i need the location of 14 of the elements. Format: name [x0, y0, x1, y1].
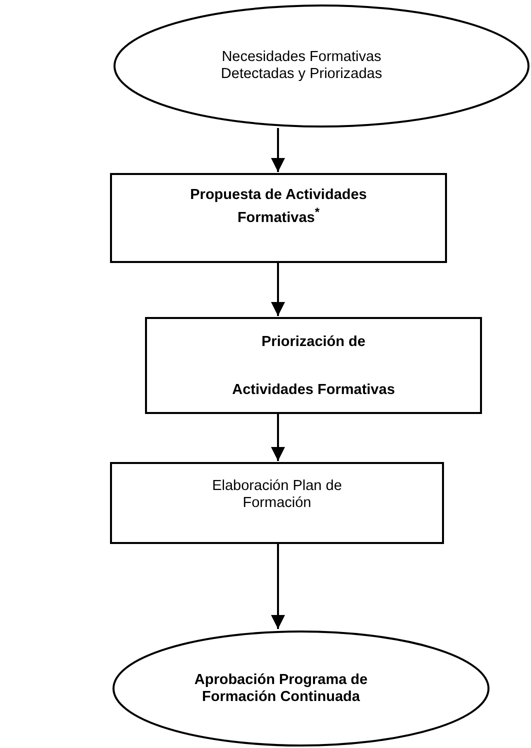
terminal-ellipse [113, 4, 530, 128]
node-label: Propuesta de Actividades Formativas$^{*}$ [189, 187, 368, 227]
process-box [110, 462, 444, 544]
terminal-ellipse [112, 630, 490, 747]
arrow [271, 128, 285, 172]
arrow [271, 544, 285, 629]
process-box [110, 173, 447, 263]
node-label: Aprobación Programa de Formación Continuada [193, 672, 369, 706]
arrow [271, 263, 285, 316]
arrow [271, 414, 285, 461]
node-label: Necesidades Formativas Detectadas y Priorizadas [220, 49, 384, 83]
node-label: Elaboración Plan de Formación [211, 478, 343, 512]
process-box [145, 317, 482, 414]
node-label: Priorización de Actividades Formativas [231, 332, 396, 400]
